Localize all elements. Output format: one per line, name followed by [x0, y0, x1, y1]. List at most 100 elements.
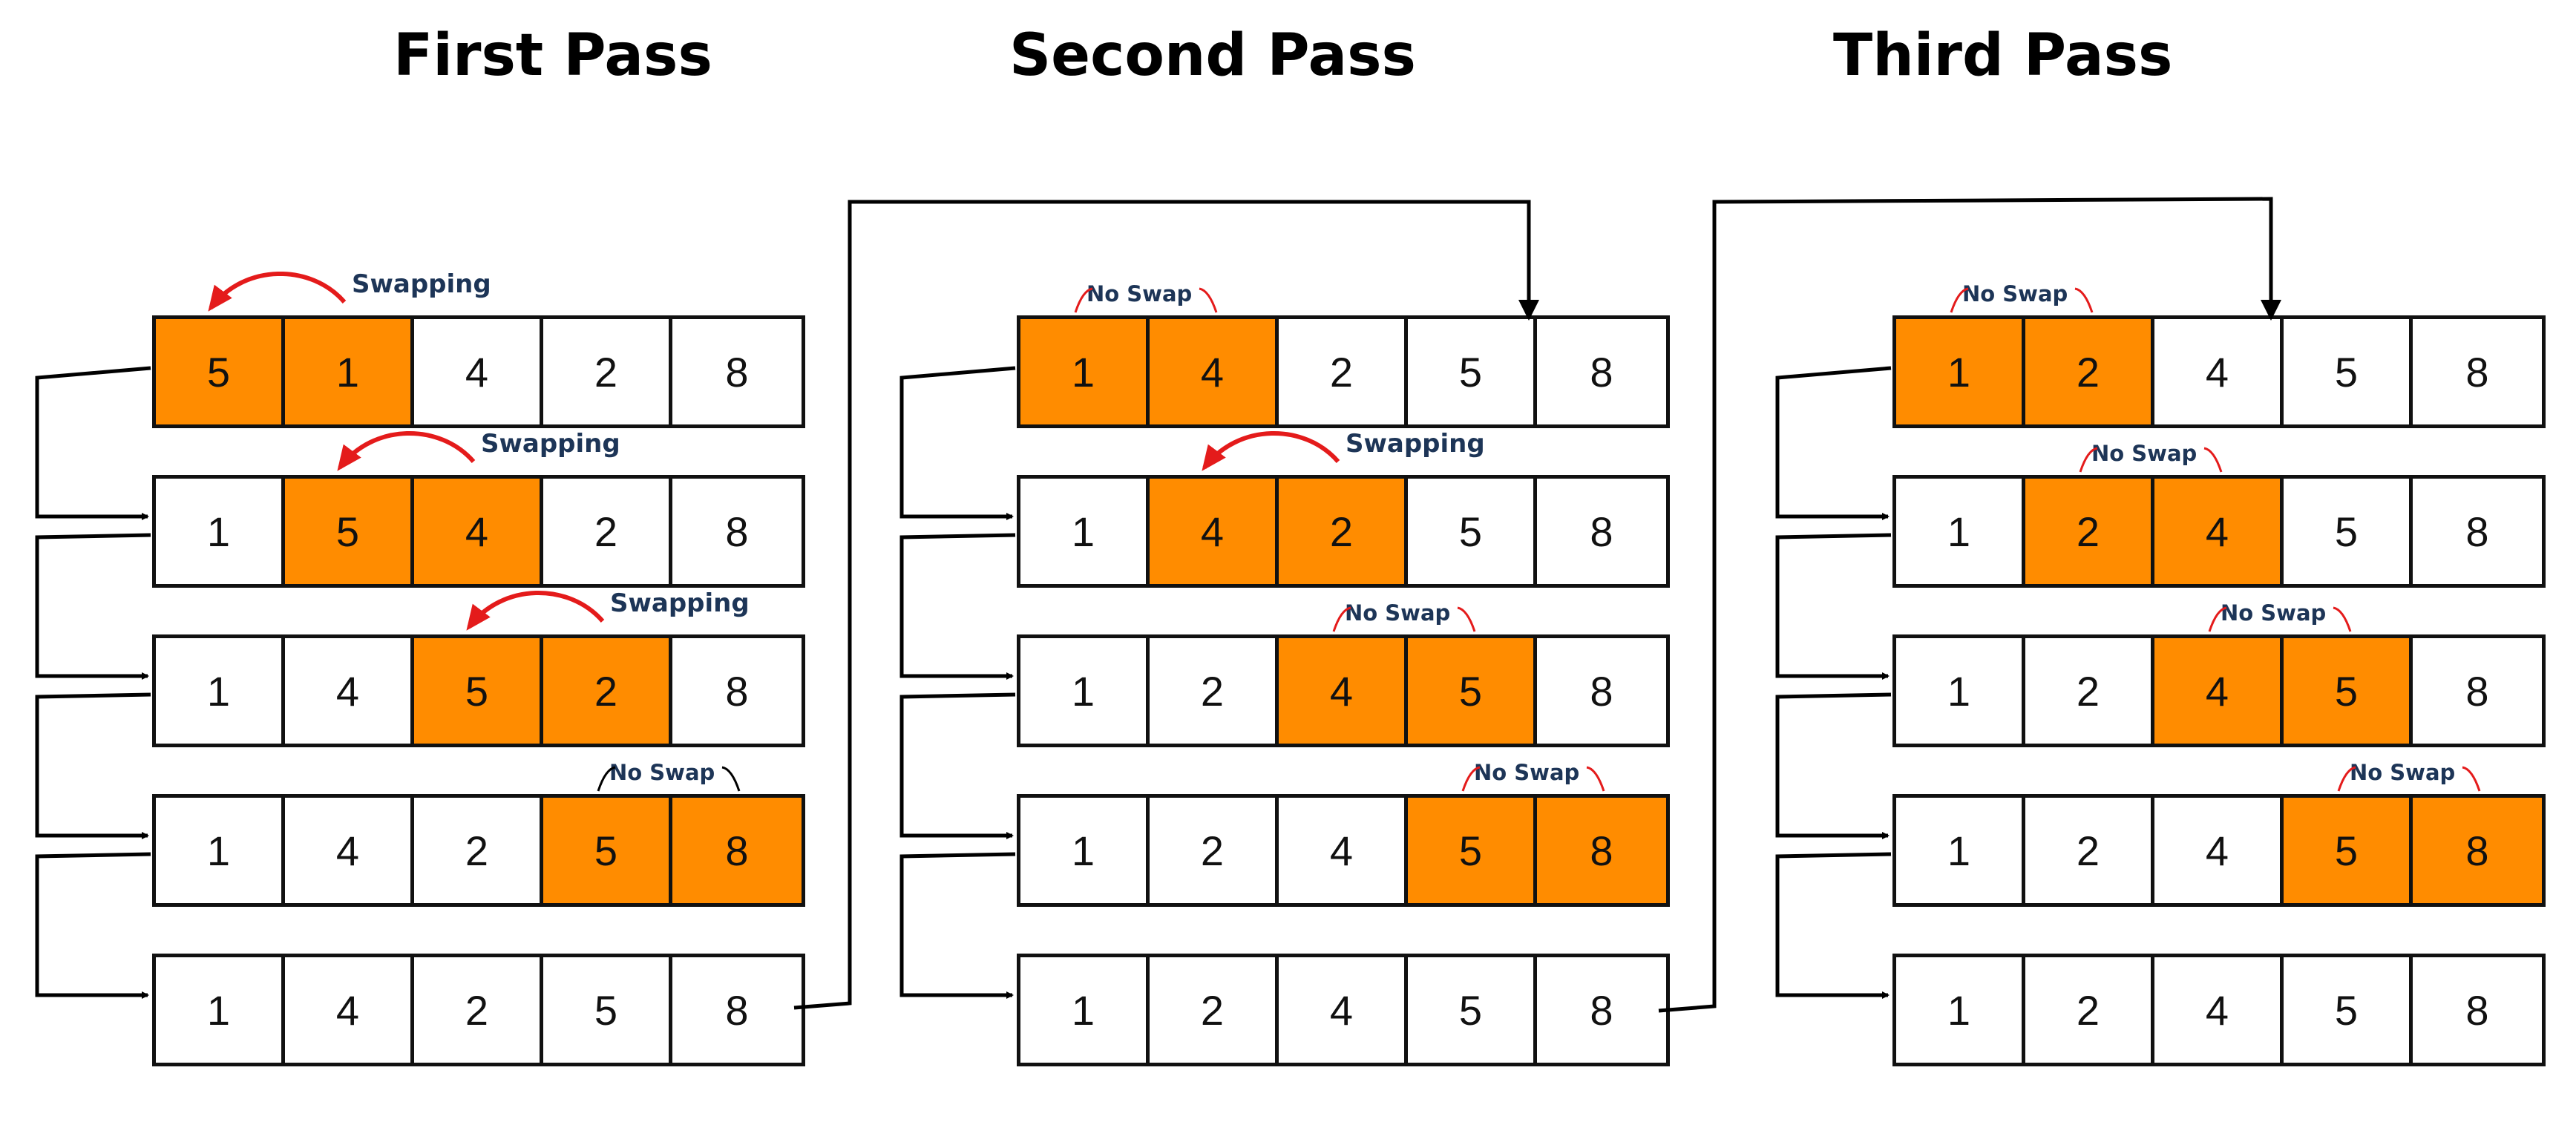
array-cell: 2 — [2025, 479, 2154, 584]
step-connector-arrow — [899, 852, 1016, 999]
step-connector-arrow — [899, 692, 1016, 839]
pass-title-3: Third Pass — [1833, 22, 2173, 89]
array-cell: 4 — [1279, 957, 1408, 1063]
no-swap-label: No Swap — [2091, 441, 2198, 466]
no-swap-label: No Swap — [2350, 760, 2456, 785]
no-swap-label: No Swap — [1474, 760, 1580, 785]
no-swap-bracket-right — [2462, 766, 2481, 792]
swapping-label: Swapping — [1346, 429, 1485, 459]
no-swap-bracket-right — [1586, 766, 1605, 792]
no-swap-label: No Swap — [2221, 600, 2327, 626]
array-cell: 4 — [2154, 798, 2284, 903]
array-cell: 4 — [1279, 638, 1408, 744]
no-swap-bracket-right — [2333, 606, 2352, 632]
array-cell: 2 — [543, 319, 672, 424]
array-cell: 2 — [1150, 638, 1279, 744]
array-cell: 2 — [1279, 319, 1408, 424]
pass-transition-arrow — [793, 200, 1539, 1010]
no-swap-bracket-right — [1199, 287, 1218, 313]
array-cell: 2 — [1150, 798, 1279, 903]
array-cell: 8 — [1537, 638, 1666, 744]
no-swap-bracket-right — [721, 766, 741, 792]
no-swap-label: No Swap — [1962, 281, 2068, 306]
step-connector-arrow — [35, 366, 151, 520]
array-cell: 8 — [1537, 479, 1666, 584]
array-cell: 4 — [2154, 957, 2284, 1063]
array-cell: 8 — [2413, 319, 2542, 424]
no-swap-bracket-right — [1457, 606, 1476, 632]
array-cell: 5 — [1408, 957, 1537, 1063]
array-cell: 2 — [1150, 957, 1279, 1063]
array-cell: 1 — [285, 319, 414, 424]
no-swap-label: No Swap — [1345, 600, 1451, 626]
array-cell: 1 — [1020, 319, 1150, 424]
array-cell: 5 — [1408, 638, 1537, 744]
array-cell: 1 — [156, 638, 285, 744]
no-swap-label: No Swap — [609, 760, 715, 785]
array-cell: 2 — [543, 638, 672, 744]
array-cell: 4 — [414, 319, 543, 424]
array-cell: 1 — [1896, 638, 2025, 744]
swapping-label: Swapping — [610, 588, 750, 618]
swapping-label: Swapping — [352, 269, 491, 299]
array-cell: 2 — [2025, 319, 2154, 424]
array-cell: 4 — [285, 957, 414, 1063]
array-cell: 5 — [2284, 798, 2413, 903]
array-cell: 1 — [156, 479, 285, 584]
array-cell: 4 — [2154, 638, 2284, 744]
no-swap-label: No Swap — [1087, 281, 1193, 306]
no-swap-bracket-right — [2074, 287, 2094, 313]
array-cell: 5 — [2284, 319, 2413, 424]
array-cell: 5 — [2284, 479, 2413, 584]
swapping-label: Swapping — [481, 429, 620, 459]
swap-arrow-icon — [337, 431, 476, 471]
swap-arrow-icon — [208, 272, 347, 312]
array-cell: 2 — [1279, 479, 1408, 584]
array-cell: 2 — [2025, 957, 2154, 1063]
step-connector-arrow — [899, 366, 1016, 520]
array-cell: 1 — [1896, 957, 2025, 1063]
array-cell: 5 — [414, 638, 543, 744]
array-cell: 5 — [1408, 319, 1537, 424]
array-cell: 1 — [1020, 479, 1150, 584]
array-cell: 8 — [2413, 798, 2542, 903]
step-connector-arrow — [35, 852, 151, 999]
array-cell: 4 — [1150, 319, 1279, 424]
no-swap-bracket-left — [1950, 287, 1969, 313]
array-cell: 2 — [414, 798, 543, 903]
array-cell: 8 — [672, 479, 802, 584]
array-cell: 1 — [1896, 798, 2025, 903]
array-cell: 4 — [285, 638, 414, 744]
array-cell: 5 — [2284, 638, 2413, 744]
array-cell: 5 — [543, 798, 672, 903]
array-cell: 8 — [2413, 479, 2542, 584]
array-cell: 1 — [1020, 798, 1150, 903]
array-cell: 8 — [672, 957, 802, 1063]
no-swap-bracket-right — [2203, 447, 2223, 473]
step-connector-arrow — [1775, 852, 1892, 999]
step-connector-arrow — [35, 692, 151, 839]
array-cell: 1 — [1020, 957, 1150, 1063]
no-swap-bracket-left — [2208, 606, 2227, 632]
array-cell: 2 — [414, 957, 543, 1063]
step-connector-arrow — [1775, 366, 1892, 520]
array-cell: 4 — [2154, 479, 2284, 584]
pass-title-1: First Pass — [393, 22, 712, 89]
step-connector-arrow — [1775, 692, 1892, 839]
array-cell: 1 — [156, 798, 285, 903]
array-cell: 8 — [1537, 319, 1666, 424]
array-cell: 5 — [156, 319, 285, 424]
